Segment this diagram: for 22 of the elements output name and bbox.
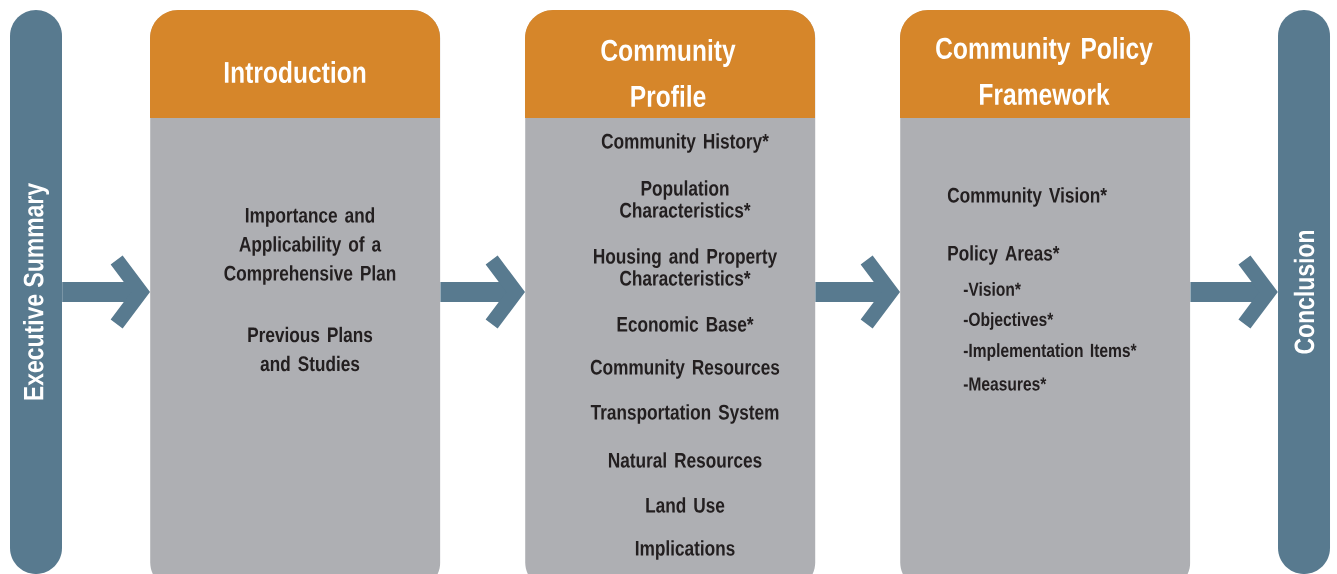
side-bar: Conclusion (1278, 10, 1330, 574)
list-item: -Implementation Items* (963, 343, 1137, 361)
list-item: Housing and Property Characteristics* (594, 248, 778, 286)
list-item: Transportation System (590, 404, 779, 424)
side-bar: Executive Summary (10, 10, 62, 574)
list-item: Land Use (646, 497, 725, 513)
list-item: Implications (635, 540, 735, 560)
list-item: Community Vision* (947, 187, 1107, 207)
list-item: -Measures* (963, 377, 1047, 391)
list-item: -Objectives* (963, 312, 1054, 330)
list-item: Community History* (601, 133, 769, 153)
list-item: Natural Resources (608, 452, 762, 468)
list-item: Importance and Applicability of a Comprehensive Plan (224, 207, 396, 285)
list-item: Previous Plans and Studies (248, 326, 373, 372)
list-item: Economic Base* (617, 316, 754, 332)
card-header: Community Profile (525, 10, 815, 118)
list-item: Policy Areas* (948, 245, 1060, 265)
list-item: Community Resources (590, 359, 780, 379)
card-header: Community Policy Framework (900, 10, 1190, 118)
list-item: Population Characteristics* (620, 180, 751, 218)
card-header: Introduction (150, 10, 440, 118)
list-item: -Vision* (963, 282, 1021, 296)
